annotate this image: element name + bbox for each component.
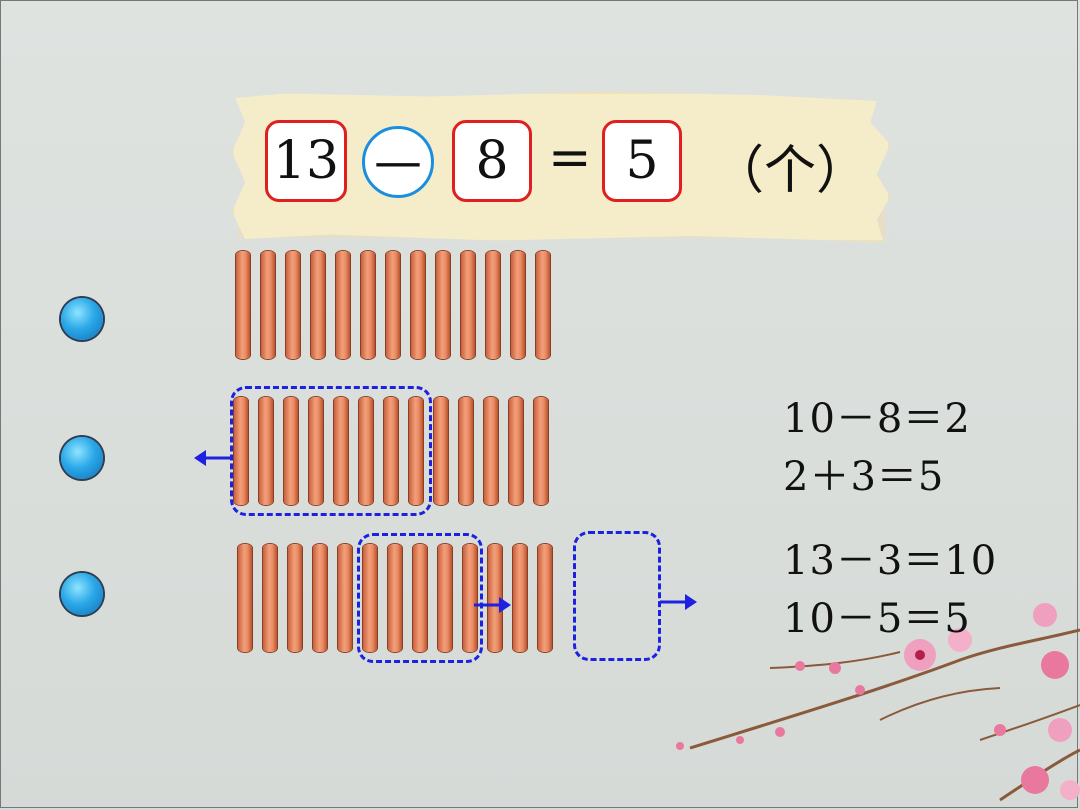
counting-stick — [513, 544, 527, 652]
counting-stick — [386, 251, 400, 359]
counting-stick — [484, 397, 498, 505]
counting-stick — [259, 397, 273, 505]
bullet-method-2[interactable] — [61, 437, 103, 479]
counting-stick — [359, 397, 373, 505]
counting-stick — [263, 544, 277, 652]
counting-stick — [236, 251, 250, 359]
counting-stick — [511, 251, 525, 359]
counting-stick — [536, 251, 550, 359]
counting-stick — [311, 251, 325, 359]
counting-stick — [288, 544, 302, 652]
method3-line1: 13－3＝10 — [783, 538, 998, 584]
counting-stick — [361, 251, 375, 359]
counting-stick — [334, 397, 348, 505]
counting-stick — [286, 251, 300, 359]
minuend-box: 13 — [265, 120, 347, 202]
left-arrow-icon — [194, 450, 232, 466]
right-arrow-icon-1 — [474, 597, 511, 613]
counting-stick — [459, 397, 473, 505]
plum-blossom-branch-icon — [676, 603, 1080, 802]
counting-stick — [336, 251, 350, 359]
counting-stick — [486, 251, 500, 359]
counting-stick — [436, 251, 450, 359]
counting-stick — [509, 397, 523, 505]
bullet-method-1[interactable] — [61, 298, 103, 340]
subtrahend-box: 8 — [452, 120, 532, 202]
bullet-method-3[interactable] — [61, 573, 103, 615]
counting-stick — [534, 397, 548, 505]
counting-stick — [384, 397, 398, 505]
method3-line2: 10－5＝5 — [783, 596, 971, 642]
group-ten-sticks — [230, 386, 432, 516]
method2-line2: 2＋3＝5 — [783, 454, 945, 500]
counting-stick — [284, 397, 298, 505]
counting-stick — [409, 397, 423, 505]
counting-stick — [338, 544, 352, 652]
counting-stick — [463, 544, 477, 652]
counting-stick — [413, 544, 427, 652]
unit-label: （个） — [712, 141, 869, 201]
counting-stick — [438, 544, 452, 652]
counting-stick — [488, 544, 502, 652]
right-arrow-icon-2 — [660, 594, 697, 610]
counting-stick — [363, 544, 377, 652]
counting-stick — [238, 544, 252, 652]
counting-stick — [234, 397, 248, 505]
counting-stick — [388, 544, 402, 652]
counting-stick — [313, 544, 327, 652]
counting-stick — [538, 544, 552, 652]
result-box: 5 — [602, 120, 682, 202]
equals-sign: = — [548, 128, 592, 188]
group-five-sticks — [357, 533, 483, 663]
counting-stick — [434, 397, 448, 505]
counting-stick — [309, 397, 323, 505]
group-three-empty — [573, 531, 661, 661]
method2-line1: 10－8＝2 — [783, 396, 971, 442]
counting-stick — [461, 251, 475, 359]
counting-stick — [261, 251, 275, 359]
operator-circle: — — [362, 126, 434, 198]
counting-stick — [411, 251, 425, 359]
